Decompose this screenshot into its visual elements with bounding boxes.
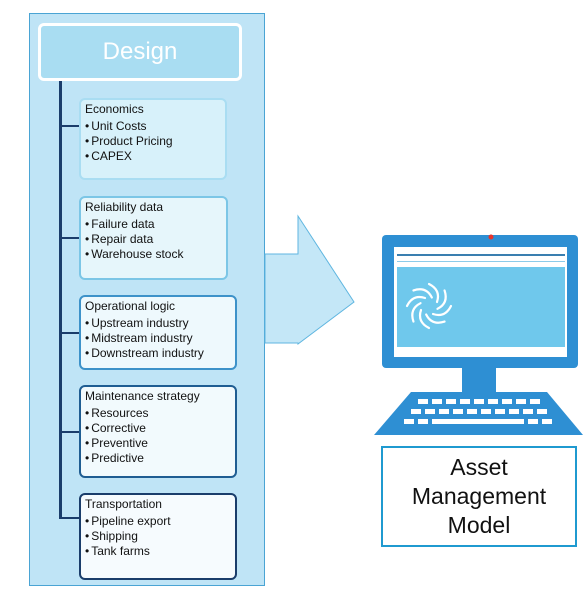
design-title: Design — [102, 38, 178, 65]
list-item: Repair data — [85, 232, 222, 247]
connector-branch-transportation — [59, 517, 79, 519]
keyboard — [374, 392, 583, 435]
connector-branch-reliability — [59, 237, 79, 239]
list-item: Warehouse stock — [85, 247, 222, 262]
aperture-logo-icon — [405, 282, 453, 330]
list-item: Product Pricing — [85, 134, 221, 149]
card-title: Operational logic — [85, 299, 176, 313]
monitor-stand — [462, 368, 496, 392]
computer-icon — [374, 234, 583, 435]
list-item: Failure data — [85, 217, 222, 232]
list-item: Midstream industry — [85, 331, 231, 346]
list-item: Pipeline export — [85, 514, 231, 529]
keyboard-keys — [404, 399, 552, 424]
list-item: Downstream industry — [85, 346, 231, 361]
card-list: Upstream industry Midstream industry Dow… — [85, 316, 231, 361]
screen-panel — [397, 267, 565, 347]
card-title: Maintenance strategy — [85, 389, 200, 403]
card-title: Transportation — [85, 497, 162, 511]
list-item: Shipping — [85, 529, 231, 544]
connector-branch-operational — [59, 332, 79, 334]
card-list: Pipeline export Shipping Tank farms — [85, 514, 231, 559]
design-title-box: Design — [38, 23, 242, 81]
list-item: Predictive — [85, 451, 231, 466]
card-operational-logic: Operational logic Upstream industry Mids… — [79, 295, 237, 370]
list-item: Resources — [85, 406, 231, 421]
model-label-line: Model — [447, 512, 511, 538]
connector-branch-maintenance — [59, 431, 79, 433]
asset-management-model-box: Asset Management Model — [381, 446, 577, 547]
arrow-icon — [264, 214, 355, 345]
webcam-dot — [488, 234, 494, 240]
card-title: Reliability data — [85, 200, 164, 214]
list-item: Preventive — [85, 436, 231, 451]
list-item: CAPEX — [85, 149, 221, 164]
card-maintenance-strategy: Maintenance strategy Resources Correctiv… — [79, 385, 237, 478]
connector-branch-economics — [59, 125, 79, 127]
model-label-line: Management — [411, 483, 547, 509]
card-economics: Economics Unit Costs Product Pricing CAP… — [79, 98, 227, 180]
card-list: Unit Costs Product Pricing CAPEX — [85, 119, 221, 164]
card-title: Economics — [85, 102, 144, 116]
model-label-line: Asset — [450, 454, 508, 480]
screen-bar — [397, 254, 565, 256]
card-reliability-data: Reliability data Failure data Repair dat… — [79, 196, 228, 280]
list-item: Unit Costs — [85, 119, 221, 134]
card-list: Failure data Repair data Warehouse stock — [85, 217, 222, 262]
list-item: Tank farms — [85, 544, 231, 559]
model-label: Asset Management Model — [412, 453, 546, 540]
card-list: Resources Corrective Preventive Predicti… — [85, 406, 231, 466]
list-item: Corrective — [85, 421, 231, 436]
list-item: Upstream industry — [85, 316, 231, 331]
card-transportation: Transportation Pipeline export Shipping … — [79, 493, 237, 580]
connector-trunk — [59, 81, 62, 518]
screen-line — [397, 261, 565, 262]
